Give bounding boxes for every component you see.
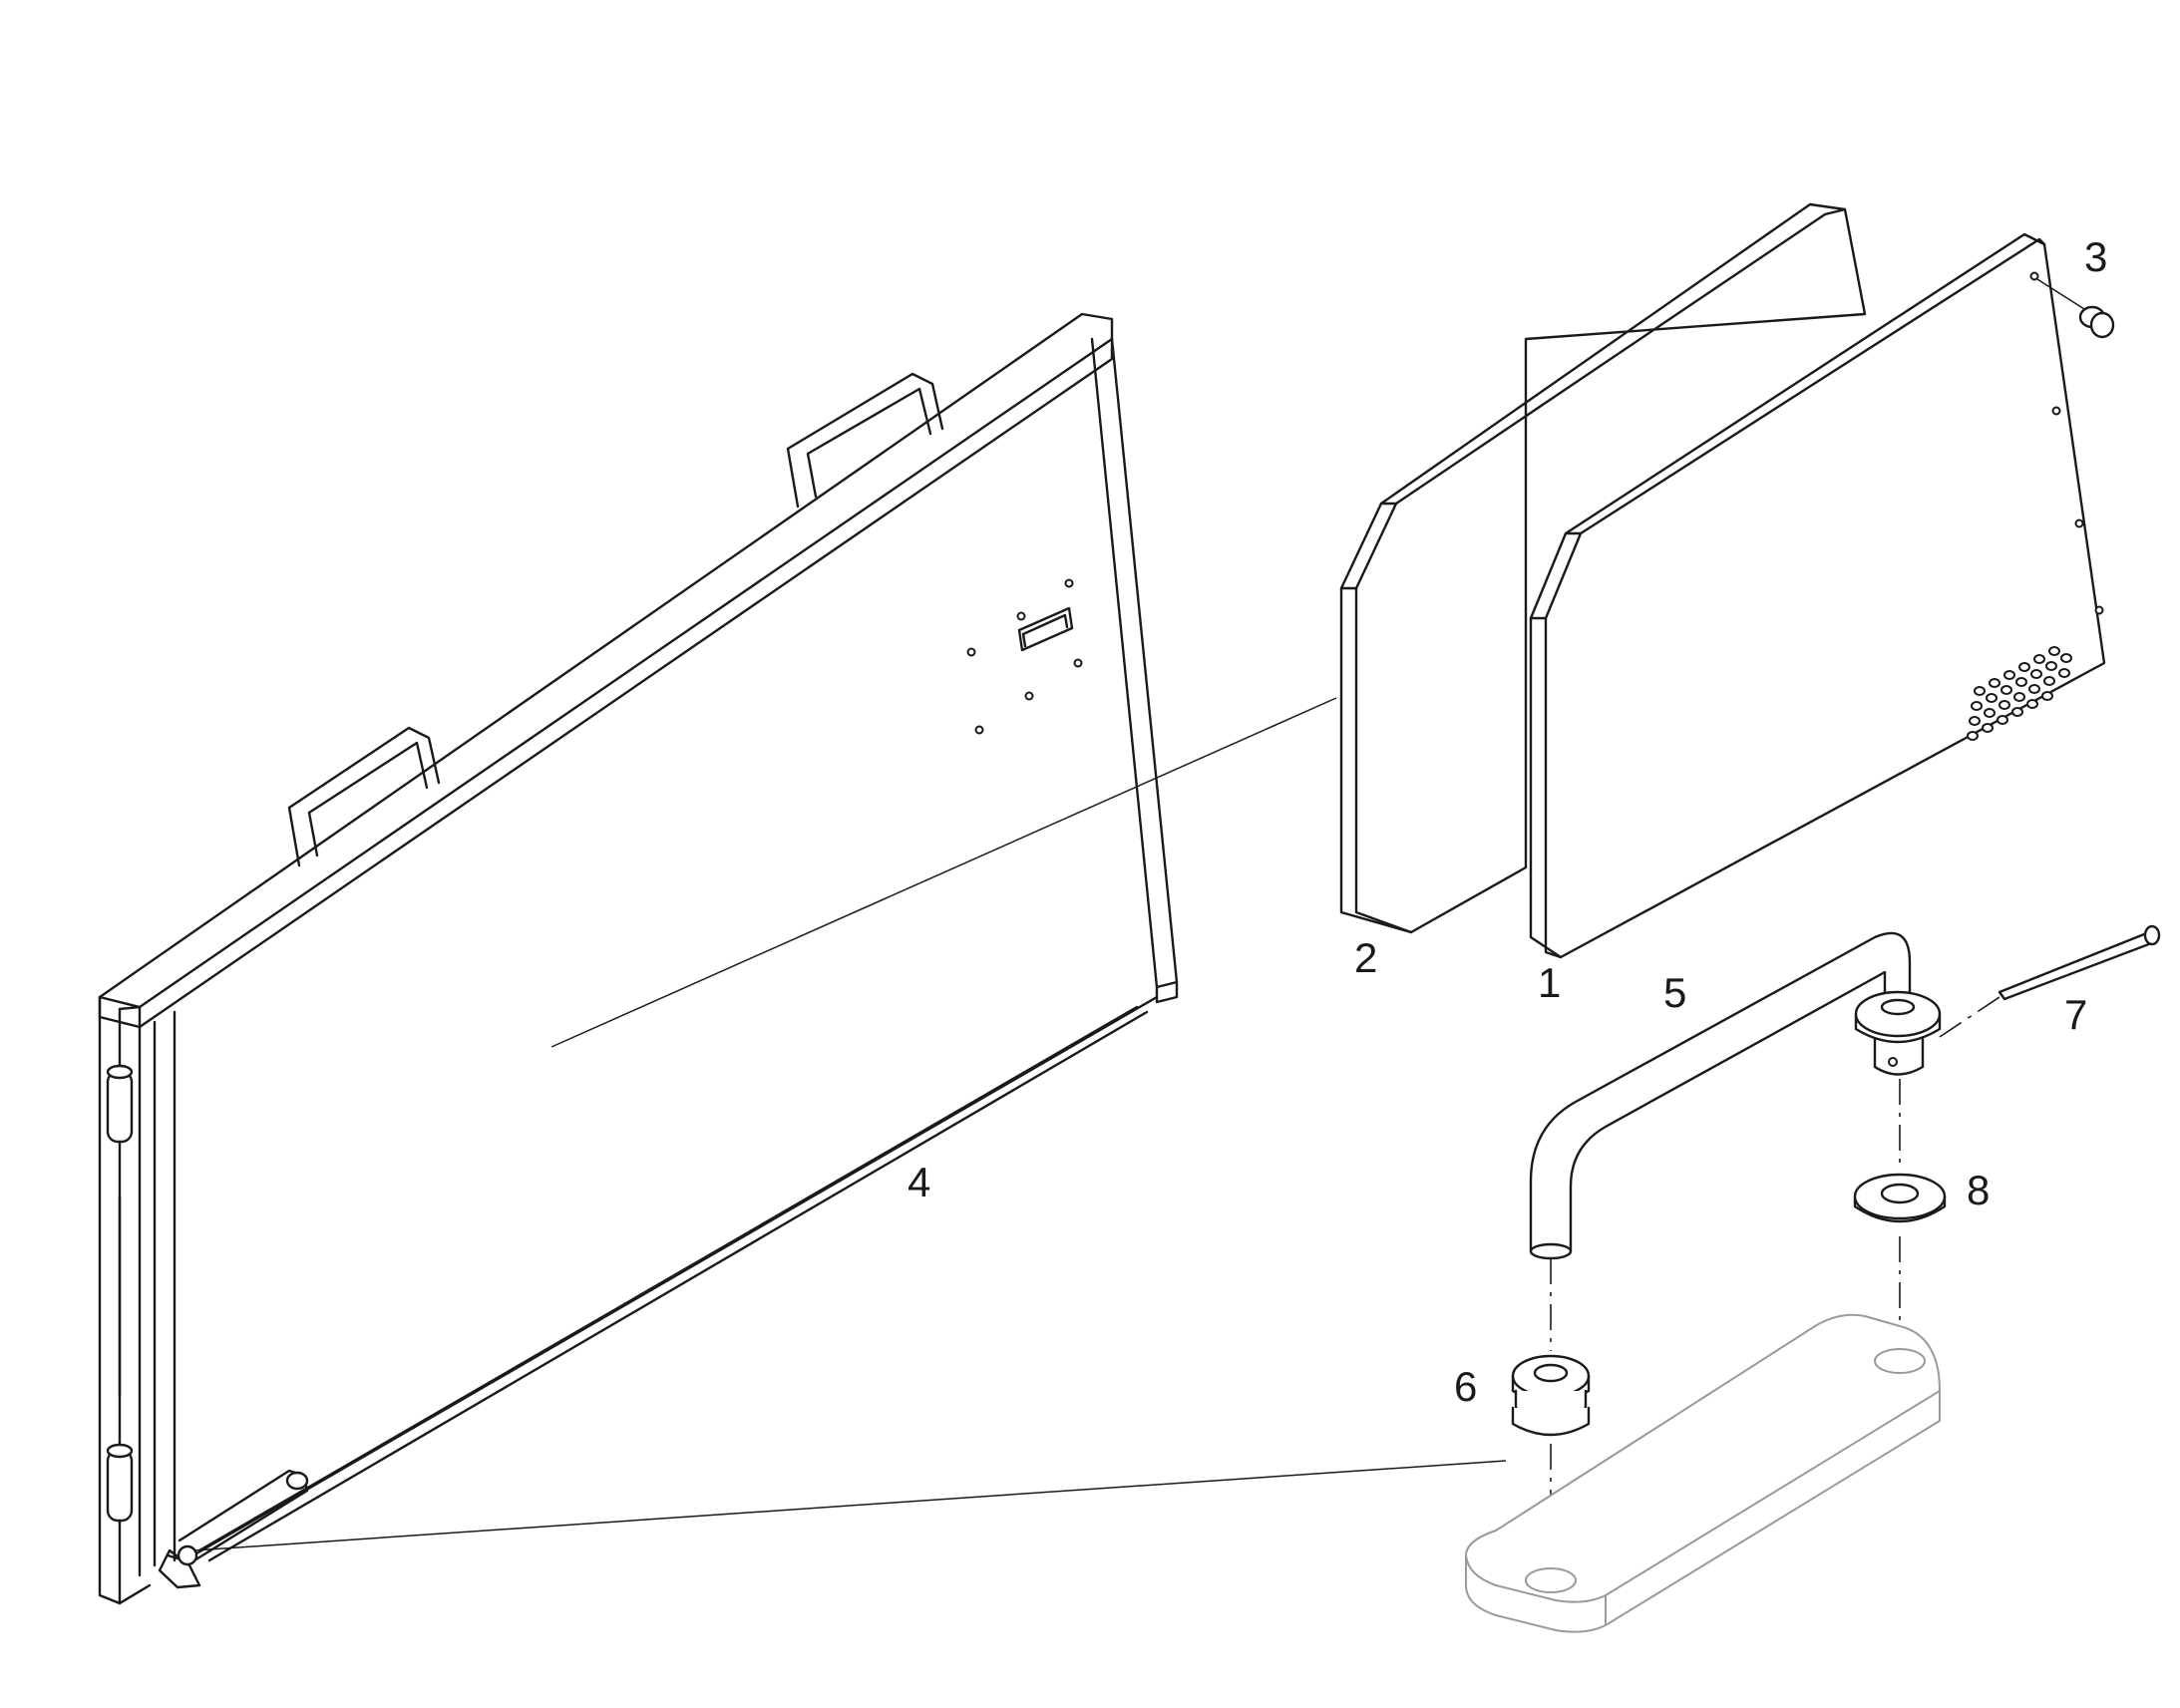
callout-1: 1	[1538, 959, 1561, 1006]
washer-part-8	[1853, 1173, 1947, 1326]
callout-4: 4	[908, 1159, 930, 1205]
callout-7: 7	[2064, 991, 2087, 1038]
mounting-bracket	[1465, 1313, 1941, 1633]
callout-3: 3	[2084, 233, 2107, 280]
callout-5: 5	[1663, 969, 1686, 1016]
cotter-pin-part-7	[1939, 924, 2161, 1038]
grommet-part-6	[1511, 1354, 1591, 1555]
panel-part-2	[1339, 202, 1867, 934]
panel-part-1	[1529, 232, 2106, 959]
callout-8: 8	[1967, 1167, 1990, 1213]
callout-6: 6	[1454, 1363, 1477, 1410]
pivot-rod	[1529, 931, 1942, 1351]
callout-2: 2	[1354, 934, 1377, 981]
vent-holes	[1967, 646, 2072, 741]
plug-part-3	[2036, 278, 2115, 339]
door-frame-part	[98, 312, 1507, 1605]
callout-labels: 1 2 3 4 5 6 7 8	[908, 233, 2107, 1410]
